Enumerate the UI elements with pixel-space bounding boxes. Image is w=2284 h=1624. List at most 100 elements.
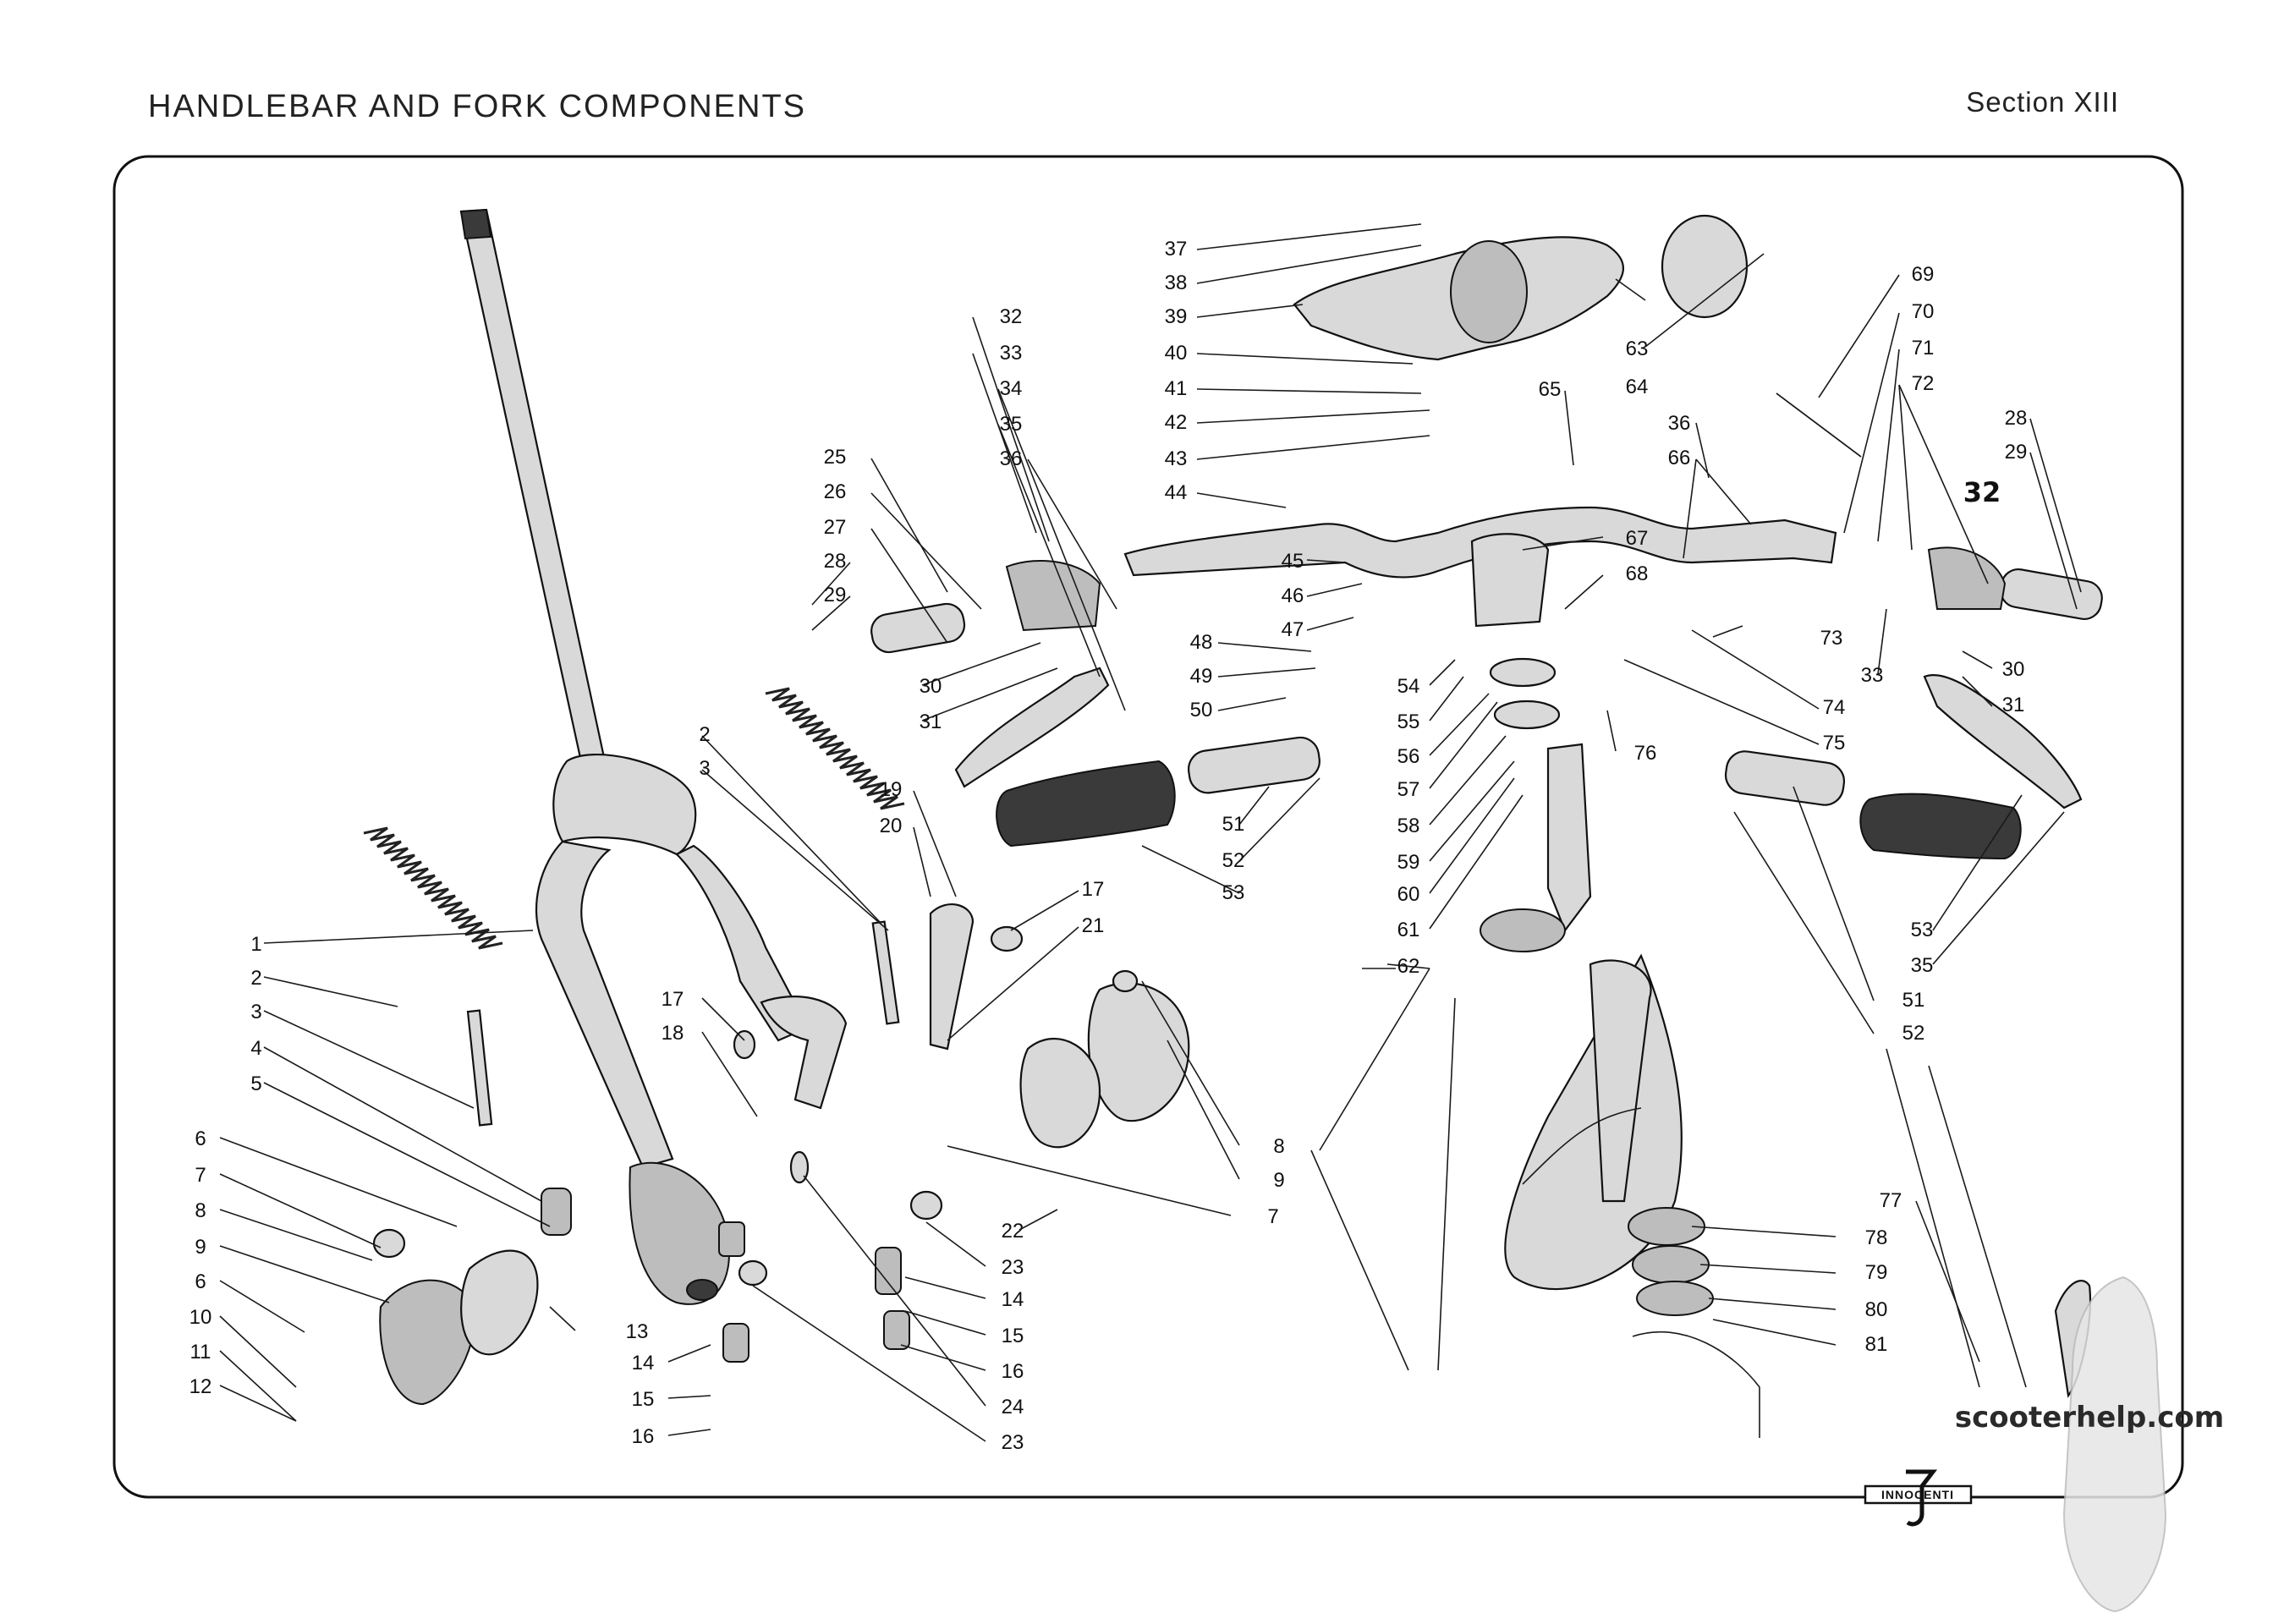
callout-41: 41	[1165, 377, 1188, 400]
callout-75: 75	[1823, 732, 1846, 754]
callout-36b: 36	[1668, 412, 1691, 435]
page-title: HANDLEBAR AND FORK COMPONENTS	[148, 89, 806, 124]
callout-3: 3	[250, 1001, 261, 1023]
callout-2: 2	[250, 967, 261, 990]
callout-50: 50	[1190, 699, 1213, 721]
callout-40: 40	[1165, 342, 1188, 365]
callout-35b: 35	[1911, 954, 1934, 977]
callout-53b: 53	[1911, 919, 1934, 941]
callout-32: 32	[1000, 305, 1023, 328]
callout-23b: 23	[1002, 1431, 1024, 1454]
callout-72: 72	[1912, 372, 1935, 395]
callout-14b: 14	[1002, 1288, 1024, 1311]
callout-34: 34	[1000, 377, 1023, 400]
callout-57: 57	[1397, 778, 1420, 801]
callout-5: 5	[250, 1073, 261, 1095]
callout-49: 49	[1190, 665, 1213, 688]
callout-80: 80	[1865, 1298, 1888, 1321]
callout-48: 48	[1190, 631, 1213, 654]
handlebar-assembly-illustration	[870, 214, 2103, 1438]
callout-8: 8	[195, 1199, 206, 1222]
callout-67: 67	[1626, 527, 1649, 550]
callout-15: 15	[632, 1388, 655, 1411]
callout-51: 51	[1222, 813, 1245, 836]
callout-21: 21	[1082, 914, 1105, 937]
brand-logo-text: INNOCENTI	[1881, 1488, 1954, 1501]
callout-26: 26	[824, 480, 847, 503]
callout-6b: 6	[195, 1270, 206, 1293]
callout-43: 43	[1165, 447, 1188, 470]
callout-28: 28	[824, 550, 847, 573]
callout-59: 59	[1397, 851, 1420, 874]
callout-64: 64	[1626, 376, 1649, 398]
callout-3b: 3	[699, 757, 710, 780]
callout-2b: 2	[699, 723, 710, 746]
callout-55: 55	[1397, 710, 1420, 733]
scooter-silhouette-icon	[2062, 1276, 2167, 1613]
callout-20: 20	[880, 815, 903, 837]
callout-52: 52	[1222, 849, 1245, 872]
callout-65: 65	[1539, 378, 1562, 401]
callout-17: 17	[662, 988, 684, 1011]
callout-47: 47	[1282, 618, 1304, 641]
callout-27: 27	[824, 516, 847, 539]
callout-32-handwritten: 32	[1963, 476, 2001, 508]
callout-11: 11	[190, 1341, 211, 1363]
callout-69: 69	[1912, 263, 1935, 286]
callout-14: 14	[632, 1352, 655, 1374]
callout-29: 29	[824, 584, 847, 606]
scooterhelp-watermark: scooterhelp.com	[1955, 1276, 2224, 1613]
section-label: Section XIII	[1966, 86, 2119, 118]
callout-76: 76	[1634, 742, 1657, 765]
callout-31b: 31	[2002, 694, 2025, 716]
callout-31: 31	[920, 710, 942, 733]
callout-29b: 29	[2005, 441, 2028, 464]
callout-15b: 15	[1002, 1325, 1024, 1347]
callout-73: 73	[1820, 627, 1843, 650]
callout-46: 46	[1282, 584, 1304, 607]
callout-30: 30	[920, 675, 942, 698]
callout-78: 78	[1865, 1226, 1888, 1249]
callout-52b: 52	[1902, 1022, 1925, 1045]
callout-66: 66	[1668, 447, 1691, 469]
callout-8b: 8	[1273, 1135, 1284, 1158]
callout-53: 53	[1222, 881, 1245, 904]
callout-28b: 28	[2005, 407, 2028, 430]
callout-70: 70	[1912, 300, 1935, 323]
callout-7: 7	[195, 1164, 206, 1187]
callout-6: 6	[195, 1127, 206, 1150]
innocenti-logo: INNOCENTI	[1864, 1469, 1973, 1527]
callout-61: 61	[1397, 919, 1420, 941]
callout-68: 68	[1626, 562, 1649, 585]
callout-13: 13	[626, 1320, 649, 1343]
callout-33: 33	[1000, 342, 1023, 365]
innocenti-mark-icon	[1906, 1469, 1938, 1527]
callout-12: 12	[189, 1375, 212, 1398]
callout-81: 81	[1865, 1333, 1888, 1356]
watermark-site: scooterhelp.com	[1955, 1401, 2224, 1435]
callout-9: 9	[195, 1236, 206, 1259]
callout-38: 38	[1165, 272, 1188, 294]
callout-77: 77	[1880, 1189, 1902, 1212]
callout-51b: 51	[1902, 989, 1925, 1012]
callout-4: 4	[250, 1037, 261, 1060]
callout-22: 22	[1002, 1220, 1024, 1243]
callout-71: 71	[1912, 337, 1935, 359]
callout-58: 58	[1397, 815, 1420, 837]
fork-assembly-illustration	[363, 208, 1190, 1406]
callout-33b: 33	[1861, 664, 1884, 687]
callout-79: 79	[1865, 1261, 1888, 1284]
callout-36: 36	[1000, 447, 1023, 470]
callout-60: 60	[1397, 883, 1420, 906]
callout-9b: 9	[1273, 1169, 1284, 1192]
callout-24: 24	[1002, 1396, 1024, 1418]
callout-18: 18	[662, 1022, 684, 1045]
callout-42: 42	[1165, 411, 1188, 434]
callout-17b: 17	[1082, 878, 1105, 901]
callout-37: 37	[1165, 238, 1188, 261]
callout-44: 44	[1165, 481, 1188, 504]
leader-lines	[219, 223, 2082, 1442]
callout-1: 1	[250, 933, 261, 956]
